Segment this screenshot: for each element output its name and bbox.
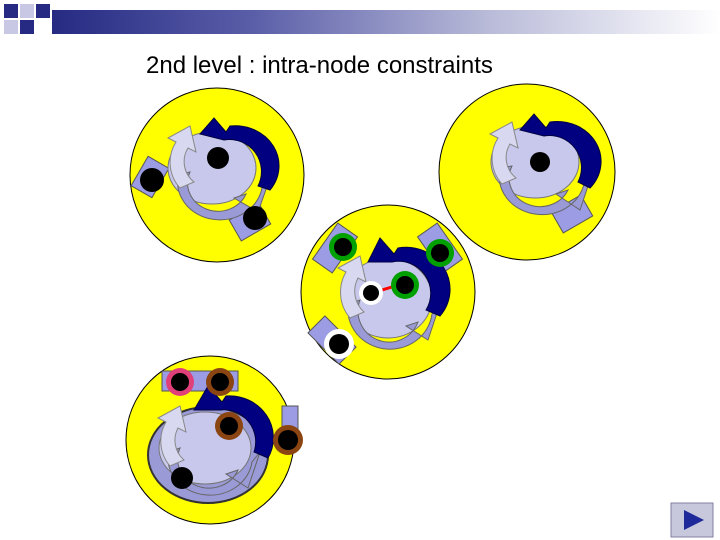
port [207,147,229,169]
port [171,467,193,489]
port [334,238,352,256]
rotor-arrow [336,255,367,319]
port [530,152,550,172]
port [243,206,267,230]
node-top-left [129,87,305,263]
rotor-arrow [488,121,519,185]
port [220,417,238,435]
corner-square [4,4,18,18]
port [329,334,349,354]
port [363,285,379,301]
corner-square [4,20,18,34]
node-bottom-left [125,355,303,525]
dark-arrow [519,113,602,189]
port [211,373,229,391]
dark-arrow [199,117,280,191]
node-center [300,204,476,380]
node-top-right [438,83,616,261]
corner-square [20,4,34,18]
header-gradient-bar [52,10,720,34]
port [140,168,164,192]
next-slide-triangle-icon [684,510,704,530]
slide-title: 2nd level : intra-node constraints [146,52,493,79]
next-slide-button[interactable] [670,502,714,538]
port [396,276,414,294]
port [171,373,189,391]
port [431,244,449,262]
rotor-arrow [166,125,197,189]
dark-arrow [193,385,274,459]
corner-square [36,4,50,18]
port [278,430,298,450]
corner-square [20,20,34,34]
rotor-arrow [156,405,187,467]
